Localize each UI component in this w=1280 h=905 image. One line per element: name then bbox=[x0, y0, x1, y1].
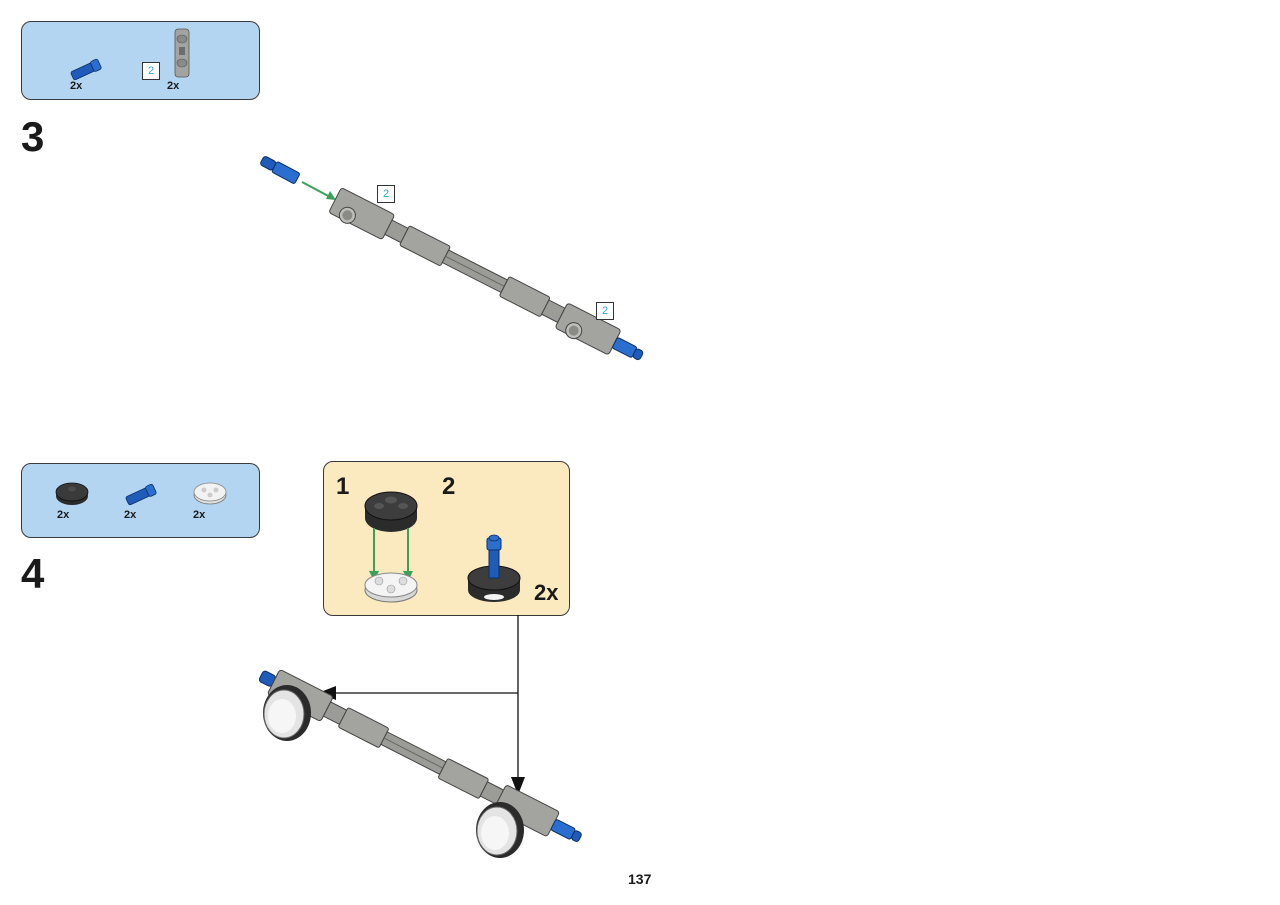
white-round-plate-icon bbox=[193, 482, 227, 505]
step-number: 4 bbox=[21, 550, 45, 597]
substep-number: 1 bbox=[336, 473, 350, 500]
part-qty: 2x bbox=[193, 509, 206, 521]
step-number: 3 bbox=[21, 113, 45, 160]
plate-with-pin-icon bbox=[467, 534, 521, 602]
part-qty: 2x bbox=[124, 509, 137, 521]
step4-parts-box: 2x 2x 2x bbox=[21, 463, 260, 538]
step-callout: 2 bbox=[377, 185, 395, 203]
round-plate-wheel-icon bbox=[263, 685, 311, 741]
part-callout: 2 bbox=[142, 62, 160, 80]
black-round-plate-icon bbox=[55, 482, 89, 505]
substep-number: 2 bbox=[442, 473, 456, 500]
round-plate-wheel-icon bbox=[476, 802, 524, 858]
gray-connector-icon bbox=[174, 28, 190, 78]
page-number: 137 bbox=[628, 871, 652, 887]
part-qty: 2x bbox=[70, 80, 83, 92]
part-qty: 2x bbox=[57, 509, 70, 521]
white-round-plate-icon bbox=[364, 572, 418, 603]
blue-axle-pin-icon bbox=[70, 58, 102, 81]
subassembly-illustration bbox=[364, 491, 521, 603]
step3-parts-box: 2x 2 2x bbox=[21, 21, 260, 100]
step-callout: 2 bbox=[596, 302, 614, 320]
multiplier-label: 2x bbox=[534, 580, 559, 605]
black-round-plate-icon bbox=[364, 491, 418, 532]
blue-axle-pin-icon bbox=[260, 156, 300, 184]
blue-axle-pin-icon bbox=[125, 483, 157, 506]
part-qty: 2x bbox=[167, 80, 180, 92]
subassembly-box: 1 2 2x bbox=[323, 461, 570, 616]
